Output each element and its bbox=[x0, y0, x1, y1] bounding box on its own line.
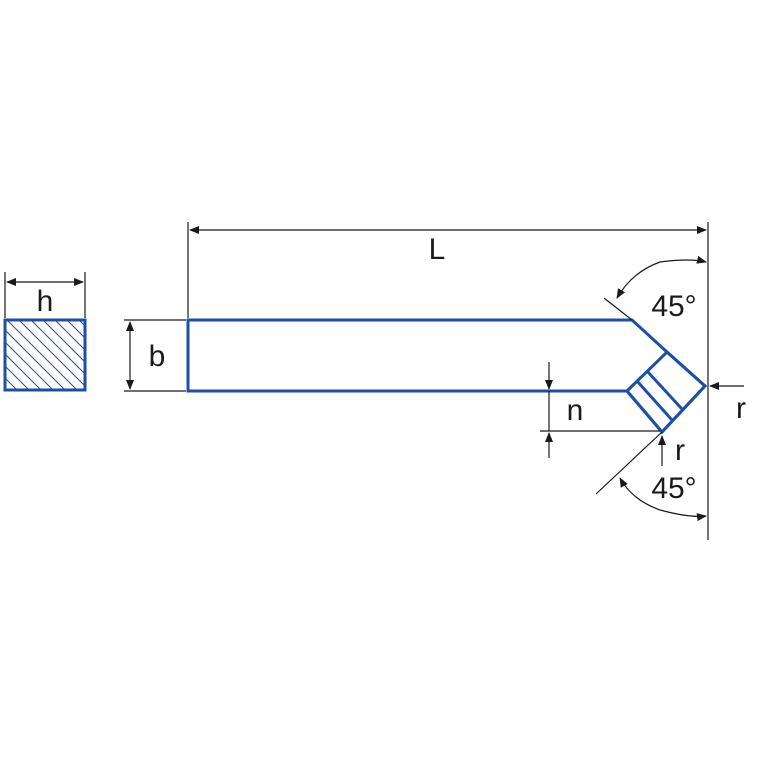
tool-body bbox=[186, 318, 708, 435]
angle-bottom-arc-right bbox=[659, 509, 707, 522]
r-bottom-label: r bbox=[675, 434, 685, 467]
section-outline bbox=[3, 318, 87, 392]
angle-bottom: 45° bbox=[595, 431, 707, 522]
section-hatching bbox=[5, 320, 85, 390]
angle-top-arc-right bbox=[659, 255, 707, 264]
angle-top: 45° bbox=[603, 255, 707, 323]
angle-top-extension bbox=[603, 297, 633, 321]
dimension-r-bottom: r bbox=[658, 434, 685, 467]
dimension-b: b bbox=[124, 319, 186, 392]
dimension-L: L bbox=[187, 222, 709, 540]
angle-bottom-extension bbox=[595, 431, 663, 495]
angle-top-label: 45° bbox=[651, 290, 696, 323]
dimension-n: n bbox=[540, 362, 660, 458]
L-label: L bbox=[429, 233, 446, 266]
shank-outline bbox=[186, 318, 708, 435]
dimension-r-right: r bbox=[709, 382, 746, 425]
cross-section: h bbox=[3, 272, 87, 392]
h-label: h bbox=[37, 285, 54, 318]
insert-line-2 bbox=[635, 379, 674, 422]
angle-bottom-label: 45° bbox=[651, 472, 696, 505]
insert-line-1 bbox=[645, 369, 684, 411]
angle-top-arc-left bbox=[616, 261, 661, 299]
r-right-label: r bbox=[736, 392, 746, 425]
angle-bottom-arc-left bbox=[619, 477, 661, 511]
b-label: b bbox=[149, 340, 166, 373]
insert-outline bbox=[624, 349, 708, 435]
n-label: n bbox=[567, 394, 584, 427]
